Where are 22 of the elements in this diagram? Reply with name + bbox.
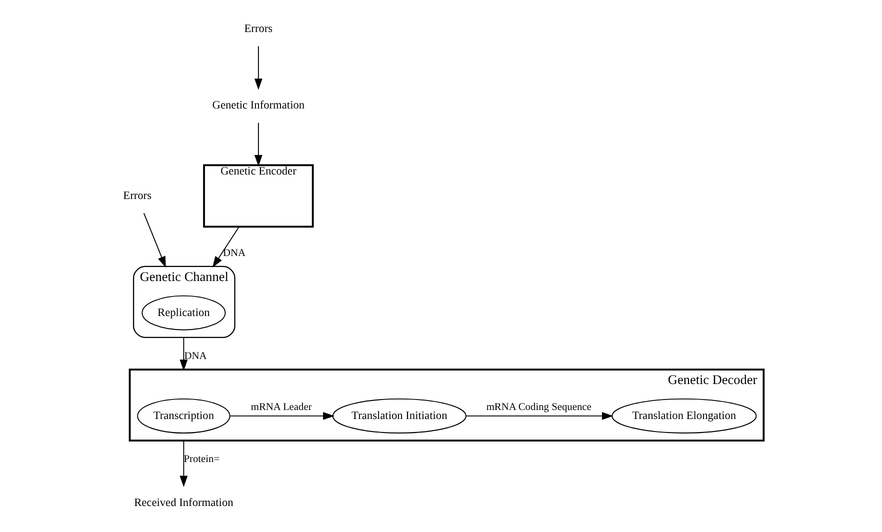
- arrow: [254, 122, 262, 166]
- edge-label: mRNA Coding Sequence: [486, 402, 591, 414]
- arrow: [254, 46, 262, 90]
- arrow: [228, 412, 334, 420]
- edge-label: DNA: [184, 351, 206, 362]
- edge-label: Protein=: [183, 454, 220, 466]
- node-text: Errors: [244, 22, 272, 35]
- arrow: [212, 226, 239, 268]
- node-ellipse: Replication: [141, 295, 226, 330]
- node-text: Genetic Information: [212, 100, 304, 112]
- edge-label: mRNA Leader: [250, 402, 312, 414]
- node-text: Errors: [122, 190, 152, 202]
- arrow: [142, 212, 166, 268]
- arrow: [179, 336, 188, 372]
- arrow: [179, 440, 188, 488]
- node-text: Received Information: [134, 496, 233, 509]
- node-ellipse: Transcription: [136, 398, 230, 434]
- node-box: Genetic Encoder: [202, 164, 314, 228]
- node-ellipse: Translation Elongation: [611, 398, 756, 434]
- edge-label: DNA: [222, 248, 246, 259]
- node-ellipse: Translation Initiation: [332, 398, 466, 434]
- arrow: [464, 412, 613, 420]
